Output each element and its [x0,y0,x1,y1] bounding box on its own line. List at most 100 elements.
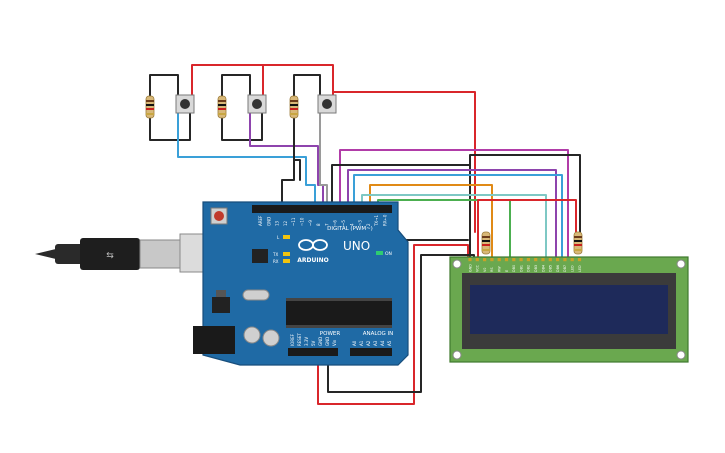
lcd-pin[interactable] [519,258,523,262]
usb-icon: ⇆ [106,251,114,261]
wire-black-e[interactable] [331,164,471,259]
resistor-2[interactable] [217,95,227,119]
lcd-pin[interactable] [534,258,538,262]
analog-pin-label: A3 [373,340,378,346]
analog-pin-label: A5 [387,340,392,346]
digital-pin-label: ~11 [291,217,296,226]
lcd-pin-label: VCC [476,264,480,272]
resistor-3[interactable] [289,95,299,119]
lcd-pin[interactable] [490,258,494,262]
wire-black-loop-1[interactable] [149,74,179,101]
lcd-pin[interactable] [563,258,567,262]
wire-black-loop-3[interactable] [293,74,321,101]
wire-black-loop-2[interactable] [221,74,251,101]
lcd-pin-label: GND [468,264,472,272]
power-header[interactable] [288,348,338,356]
wire-teal-db7[interactable] [361,194,547,259]
lcd-pin-label: DB3 [534,265,538,272]
wire-purple-btn2[interactable] [249,111,324,206]
wire-black-gnd-top[interactable] [281,111,295,206]
wire-red-led[interactable] [477,199,577,259]
digital-header[interactable] [252,205,392,213]
resistor-1[interactable] [145,95,155,119]
voltage-regulator [212,297,230,313]
led-on [376,251,383,255]
wire-black-lcd-top[interactable] [469,154,581,233]
lcd-pin-label: LED [578,265,582,272]
lcd-pin-label: LED [571,265,575,272]
lcd-pin[interactable] [497,258,501,262]
analog-pin-label: A0 [352,340,357,346]
lcd-pin-label: DB0 [512,265,516,272]
analog-pin-label: A4 [380,340,385,346]
wire-purple-db4[interactable] [347,169,557,259]
on-label: ON [385,251,392,257]
reset-button[interactable] [210,207,228,225]
lcd-pin[interactable] [512,258,516,262]
arduino-logo: ARDUINO [297,239,329,264]
wire-black-lower-1[interactable] [149,111,191,141]
wire-magenta-rs[interactable] [339,149,569,259]
analog-header[interactable] [350,348,392,356]
lcd-pin-label: DB6 [556,265,560,272]
digital-pin-label: ~6 [333,220,338,226]
led-rx [283,259,290,263]
led-l [283,235,290,239]
power-pin-label: GND [318,337,323,346]
wire-gray-btn3[interactable] [319,111,328,206]
wire-black-lower-2[interactable] [221,111,263,141]
lcd-pin[interactable] [577,258,582,262]
arduino-logo-text: ARDUINO [297,257,328,264]
analog-pin-label: A2 [366,340,371,346]
power-label: POWER [320,331,341,337]
wire-black-gnd-top-2[interactable] [293,159,301,181]
wire-black-gnd[interactable] [327,254,475,393]
digital-pin-label: 8 [316,223,321,226]
pushbutton-3[interactable] [317,94,337,114]
lcd-resistor-1[interactable] [481,231,491,255]
pushbutton-1[interactable] [175,94,195,114]
lcd-pin-label: DB2 [527,265,531,272]
digital-pin-label: 4 [349,223,354,226]
digital-pin-label: 2 [366,223,371,226]
wire-blue-btn1[interactable] [177,111,316,206]
wires [149,64,581,405]
power-pin-label: RESET [297,333,302,346]
atmega-chip [286,298,392,328]
lcd-pin[interactable] [570,258,574,262]
digital-pwm-label: DIGITAL (PWM~) [327,226,373,232]
power-pin-label: 3.3V [304,337,309,346]
usb-cable[interactable]: ⇆ [35,233,231,273]
power-pin-label: 5V [311,340,316,346]
lcd-pin[interactable] [556,258,560,262]
lcd-pin[interactable] [468,258,472,262]
capacitor-2 [262,329,280,347]
digital-pin-label: 7 [324,223,329,226]
lcd-pin-label: DB4 [541,265,545,272]
lcd-mount-hole-tr [676,259,686,269]
digital-pin-label: ~5 [341,220,346,226]
lcd-pin[interactable] [548,258,552,262]
lcd-pin[interactable] [541,258,545,262]
wire-blue-db5[interactable] [353,174,563,259]
lcd-pin-label: RS [490,267,494,272]
power-jack[interactable] [193,326,235,354]
lcd-mount-hole-br [676,350,686,360]
regulator-tab [216,290,226,297]
led-rx-label: RX [273,259,279,264]
lcd-pin[interactable] [475,258,479,262]
lcd-pin[interactable] [526,258,530,262]
led-tx [283,252,290,256]
pushbutton-2[interactable] [247,94,267,114]
wire-red-5v[interactable] [317,244,469,405]
lcd-resistor-2[interactable] [573,231,583,255]
lcd-pin[interactable] [504,258,509,262]
lcd-pin[interactable] [483,258,487,262]
lcd-screen [470,285,668,334]
